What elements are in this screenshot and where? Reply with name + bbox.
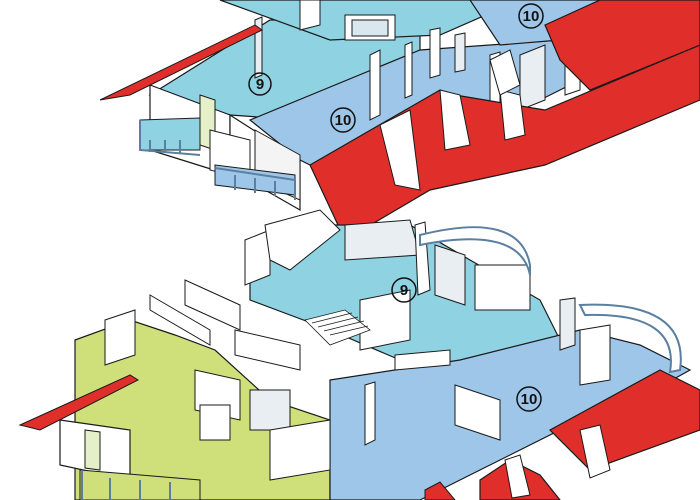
lower-wall bbox=[359, 289, 411, 351]
upper-roof-gable bbox=[489, 49, 521, 96]
svg-text:9: 9 bbox=[256, 76, 264, 93]
upper-wall bbox=[299, 0, 321, 31]
upper-balcony-railing bbox=[214, 167, 296, 200]
upper-roof-gable bbox=[439, 89, 471, 151]
lower-wall bbox=[269, 419, 331, 481]
lower-window-panel bbox=[84, 429, 101, 471]
lower-wall bbox=[149, 294, 211, 346]
lower-wall bbox=[264, 209, 341, 271]
lower-wall bbox=[244, 229, 271, 286]
room-label-9-upper: 9 bbox=[248, 72, 272, 96]
lower-balcony-railing bbox=[81, 470, 171, 500]
svg-text:10: 10 bbox=[523, 8, 540, 25]
upper-wall bbox=[519, 44, 546, 111]
lower-roof-gable bbox=[504, 454, 531, 499]
upper-roof-top-right bbox=[544, 0, 700, 91]
lower-roof-left bbox=[18, 374, 140, 431]
upper-wall bbox=[369, 49, 381, 121]
svg-text:9: 9 bbox=[400, 282, 408, 299]
lower-roof-gable bbox=[579, 424, 611, 479]
lower-wall bbox=[454, 384, 501, 441]
room-label-10-lower: 10 bbox=[516, 386, 542, 412]
upper-roof-gable bbox=[379, 109, 421, 191]
lower-wall bbox=[364, 381, 376, 446]
upper-wall bbox=[404, 41, 413, 99]
room-label-9-lower: 9 bbox=[391, 277, 417, 303]
lower-floor-level: 9 10 bbox=[18, 209, 700, 500]
upper-wall bbox=[454, 32, 466, 73]
room-label-10-upper-top: 10 bbox=[518, 3, 544, 29]
lower-wall bbox=[579, 324, 611, 386]
lower-wall bbox=[104, 309, 136, 366]
lower-wall bbox=[344, 219, 421, 261]
lower-curved-balcony-railing bbox=[578, 303, 682, 374]
lower-curved-balcony-railing bbox=[419, 226, 531, 276]
lower-roof-small bbox=[424, 481, 456, 500]
upper-stair-void bbox=[351, 19, 389, 37]
upper-floor-level: 9 10 10 bbox=[99, 0, 700, 241]
lower-wall bbox=[184, 279, 241, 331]
lower-wall bbox=[199, 404, 231, 441]
upper-wall bbox=[429, 27, 441, 79]
room-label-10-upper-mid: 10 bbox=[330, 107, 356, 133]
lower-wall bbox=[249, 389, 291, 431]
lower-wall bbox=[474, 264, 531, 311]
lower-staircase bbox=[304, 309, 371, 346]
upper-roof-left bbox=[99, 24, 263, 101]
lower-wall bbox=[559, 297, 576, 351]
svg-text:10: 10 bbox=[521, 391, 538, 408]
lower-wall bbox=[234, 329, 301, 371]
svg-text:10: 10 bbox=[335, 112, 352, 129]
lower-wall bbox=[394, 349, 451, 371]
upper-balcony-railing bbox=[139, 120, 201, 156]
upper-roof-gable bbox=[499, 89, 526, 141]
lower-wall bbox=[434, 244, 466, 306]
